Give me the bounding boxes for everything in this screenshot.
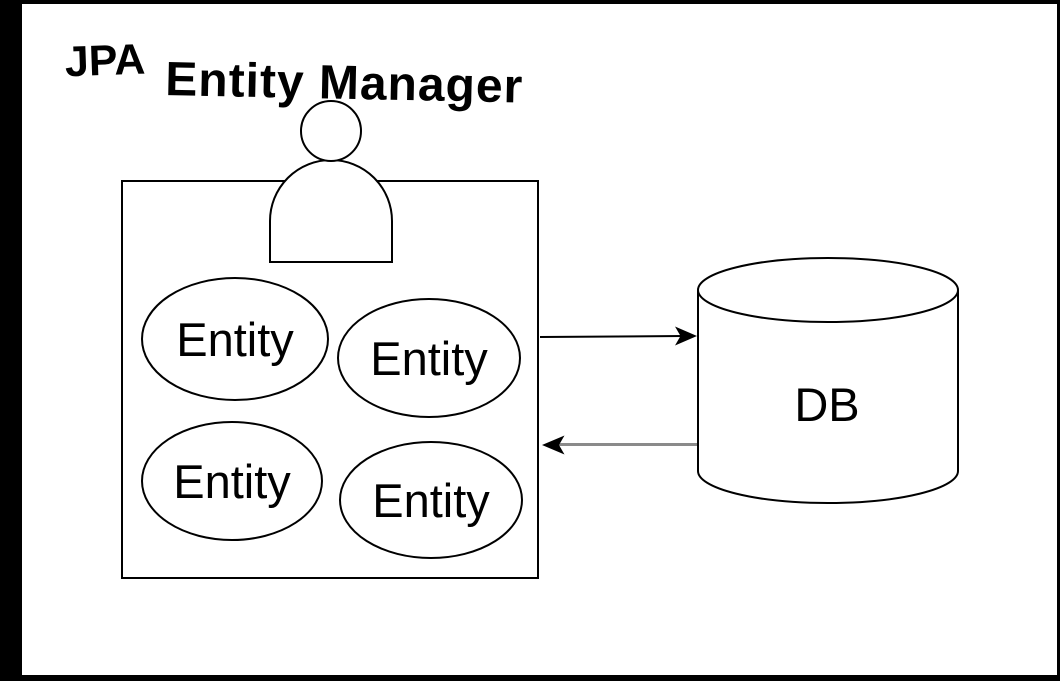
arrow-to-db-line [539,335,685,338]
jpa-label: JPA [64,36,146,87]
arrow-from-db-head [542,435,565,455]
person-icon [269,100,393,263]
entity-ellipse [337,298,521,418]
database-body [697,290,959,504]
database-label: DB [794,378,859,431]
person-head [300,100,362,162]
arrow-to-db-head [675,326,697,346]
entity-ellipse [141,421,323,541]
entity-node: Entity [141,421,323,541]
entity-ellipse [339,441,523,559]
entity-node: Entity [339,441,523,559]
entity-ellipse [141,277,329,401]
entity-label: Entity [372,474,490,527]
database-cylinder-icon: DB [697,257,959,504]
database-top [697,257,959,323]
arrow-from-db [542,435,698,455]
entity-label: Entity [370,332,488,385]
entity-node: Entity [337,298,521,418]
entity-node: Entity [141,277,329,401]
arrow-to-db [539,326,697,346]
entity-label: Entity [176,313,294,366]
entity-label: Entity [173,455,291,508]
